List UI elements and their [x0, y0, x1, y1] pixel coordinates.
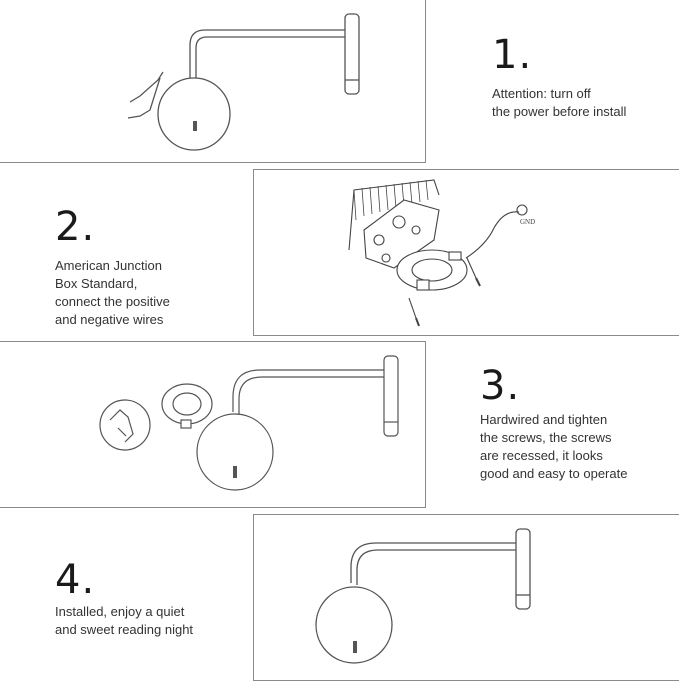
step-3-number: 3.: [480, 363, 521, 409]
step-4-image-panel: [253, 514, 679, 681]
gnd-label: GND: [520, 218, 535, 226]
wall-lamp-illustration: [127, 13, 360, 151]
step-1-instruction: Attention: turn off the power before ins…: [492, 86, 627, 119]
installed-lamp-illustration: [315, 528, 531, 664]
step-1-number: 1.: [492, 32, 533, 78]
step-3-instruction: Hardwired and tighten the screws, the sc…: [480, 412, 628, 481]
step-3-image-panel: [0, 341, 426, 508]
hardwired-installation-diagram: [99, 355, 399, 491]
junction-box-diagram: GND: [348, 179, 535, 327]
step-1-image-panel: [0, 0, 426, 163]
step-4-instruction: Installed, enjoy a quiet and sweet readi…: [55, 604, 194, 637]
step-2-number: 2.: [55, 204, 96, 250]
step-2-image-panel: GND: [253, 169, 679, 336]
step-2-instruction: American Junction Box Standard, connect …: [55, 258, 170, 327]
step-4-number: 4.: [55, 557, 96, 603]
